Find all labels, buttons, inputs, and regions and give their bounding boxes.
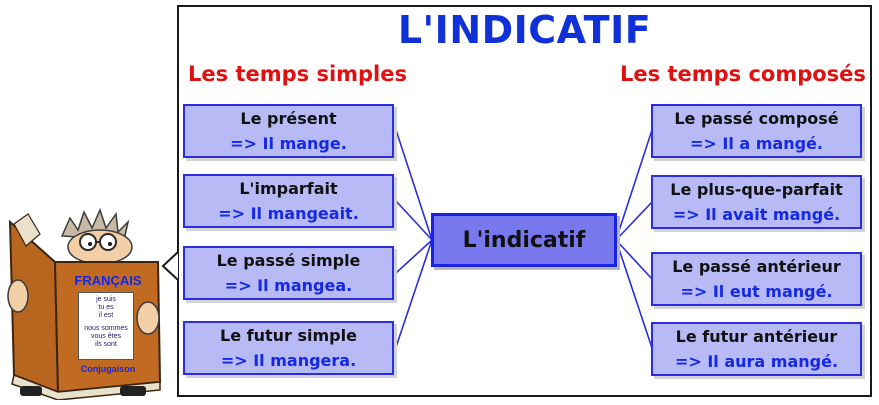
connector-passe-anterieur — [615, 239, 653, 280]
book-line: je suis — [96, 296, 116, 303]
box-passe-simple: Le passé simple => Il mangea. — [183, 246, 394, 300]
box-passe-compose: Le passé composé => Il a mangé. — [651, 104, 862, 158]
tense-example: => Il aura mangé. — [674, 352, 839, 371]
tense-name: Le passé composé — [674, 109, 839, 128]
tense-name: Le plus-que-parfait — [670, 180, 843, 199]
page-title: L'INDICATIF — [397, 8, 652, 52]
book-page: je suis tu es il est nous sommes vous êt… — [78, 292, 134, 360]
speech-pointer-icon — [161, 251, 179, 281]
center-node-indicatif: L'indicatif — [431, 213, 617, 267]
heading-temps-simples: Les temps simples — [188, 62, 407, 86]
box-present: Le présent => Il mange. — [183, 104, 394, 158]
book-line: nous sommes — [84, 325, 128, 332]
box-futur-anterieur: Le futur antérieur => Il aura mangé. — [651, 322, 862, 376]
tense-example: => Il mangeait. — [218, 204, 359, 223]
connector-plus-que-parfait — [615, 201, 653, 241]
tense-example: => Il avait mangé. — [672, 205, 841, 224]
tense-example: => Il mangea. — [224, 276, 353, 295]
book-line: il est — [98, 312, 114, 319]
tense-name: Le futur antérieur — [675, 327, 838, 346]
tense-name: Le passé antérieur — [672, 257, 841, 276]
tense-name: Le passé simple — [216, 251, 361, 270]
tense-example: => Il mange. — [230, 134, 347, 153]
tense-name: Le présent — [240, 109, 337, 128]
book-line: tu es — [98, 304, 114, 311]
connector-futur-anterieur — [615, 239, 653, 349]
connector-futur-simple — [395, 239, 433, 348]
book-line: vous êtes — [91, 333, 121, 340]
connector-passe-compose — [615, 129, 653, 241]
tense-example: => Il eut mangé. — [680, 282, 833, 301]
tense-example: => Il mangera. — [220, 351, 357, 370]
box-passe-anterieur: Le passé antérieur => Il eut mangé. — [651, 252, 862, 306]
book-footer: Conjugaison — [80, 364, 136, 374]
box-plus-que-parfait: Le plus-que-parfait => Il avait mangé. — [651, 175, 862, 229]
box-imparfait: L'imparfait => Il mangeait. — [183, 174, 394, 228]
tense-example: => Il a mangé. — [690, 134, 823, 153]
book-line: ils sont — [95, 341, 117, 348]
heading-temps-composes: Les temps composés — [620, 62, 866, 86]
connector-imparfait — [395, 200, 433, 241]
box-futur-simple: Le futur simple => Il mangera. — [183, 321, 394, 375]
connector-passe-simple — [395, 239, 433, 274]
connector-present — [395, 129, 433, 241]
tense-name: Le futur simple — [220, 326, 357, 345]
tense-name: L'imparfait — [239, 179, 338, 198]
book-title: FRANÇAIS — [74, 273, 142, 288]
